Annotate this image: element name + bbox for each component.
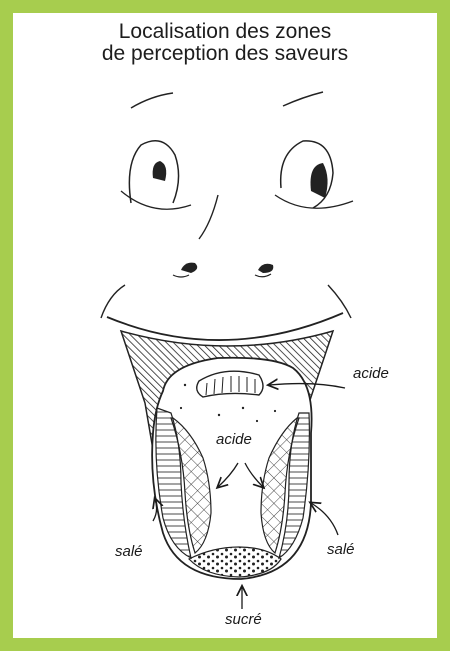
arrow-sale-left — [153, 499, 157, 521]
left-eye — [121, 141, 191, 209]
right-nostril — [258, 264, 273, 273]
label-acide-tip: acide — [353, 365, 389, 382]
arrow-sale-right — [311, 503, 338, 535]
left-eyebrow — [131, 93, 173, 108]
label-sucre: sucré — [225, 611, 262, 628]
right-cheek-line — [328, 285, 351, 318]
label-sale-left: salé — [115, 543, 143, 560]
label-sale-right: salé — [327, 541, 355, 558]
face-tongue-drawing — [13, 13, 437, 638]
left-nostril — [181, 263, 197, 273]
right-eye — [275, 141, 353, 208]
right-eyebrow — [283, 92, 323, 106]
left-cheek-line — [101, 285, 125, 318]
nose-line — [199, 195, 218, 239]
label-acide-center: acide — [216, 431, 252, 448]
diagram-frame: Localisation des zones de perception des… — [13, 13, 437, 638]
